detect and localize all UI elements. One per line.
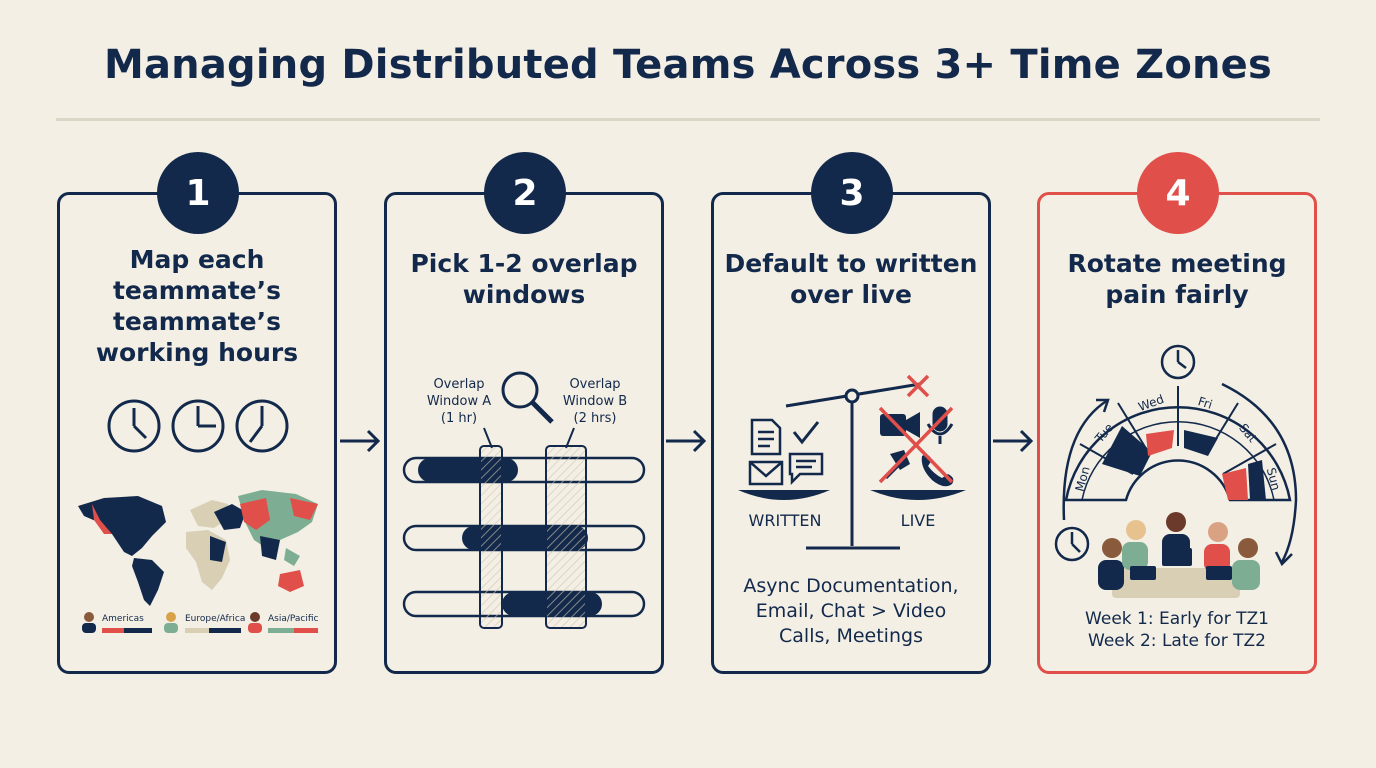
step-title-1: Map each teammate’s teammate’s working h…: [57, 244, 337, 368]
scale-label-written: WRITTEN: [748, 511, 822, 530]
step-title-line: teammate’s: [112, 276, 282, 305]
legend-label-asia-pacific: Asia/Pacific: [268, 614, 319, 624]
step-title-3: Default to written over live: [711, 248, 991, 310]
step-4-body: Week 1: Early for TZ1 Week 2: Late for T…: [1085, 609, 1269, 651]
step-title-line: Pick 1-2 overlap: [410, 249, 638, 278]
step-title-line: Map each: [129, 245, 265, 274]
legend-label-europe-africa: Europe/Africa: [185, 614, 246, 624]
page-title: Managing Distributed Teams Across 3+ Tim…: [103, 42, 1273, 88]
legend-label-americas: Americas: [102, 614, 144, 624]
step-3-body: Async Documentation, Email, Chat > Video…: [743, 575, 959, 647]
step-title-line: working hours: [95, 338, 299, 367]
overlap-b-label: Overlap Window B (2 hrs): [562, 377, 628, 426]
step-badge-1: 1: [157, 152, 239, 234]
step-badge-2: 2: [484, 152, 566, 234]
arrow-right-icon: [666, 429, 707, 453]
arrow-right-icon: [340, 429, 381, 453]
step-title-line: Default to written: [724, 249, 978, 278]
step-title-line: pain fairly: [1105, 280, 1249, 309]
step-title-line: Rotate meeting: [1067, 249, 1287, 278]
step-title-line: over live: [790, 280, 912, 309]
scale-label-live: LIVE: [900, 511, 936, 530]
step-title-line: windows: [462, 280, 586, 309]
step-title-2: Pick 1-2 overlap windows: [384, 248, 664, 310]
overlap-a-label: Overlap Window A (1 hr): [426, 377, 492, 426]
step-badge-3: 3: [811, 152, 893, 234]
step-title-4: Rotate meeting pain fairly: [1037, 248, 1317, 310]
arrow-right-icon: [993, 429, 1034, 453]
step-badge-4: 4: [1137, 152, 1219, 234]
step-title-line: teammate’s: [112, 307, 282, 336]
title-divider: [56, 118, 1320, 121]
